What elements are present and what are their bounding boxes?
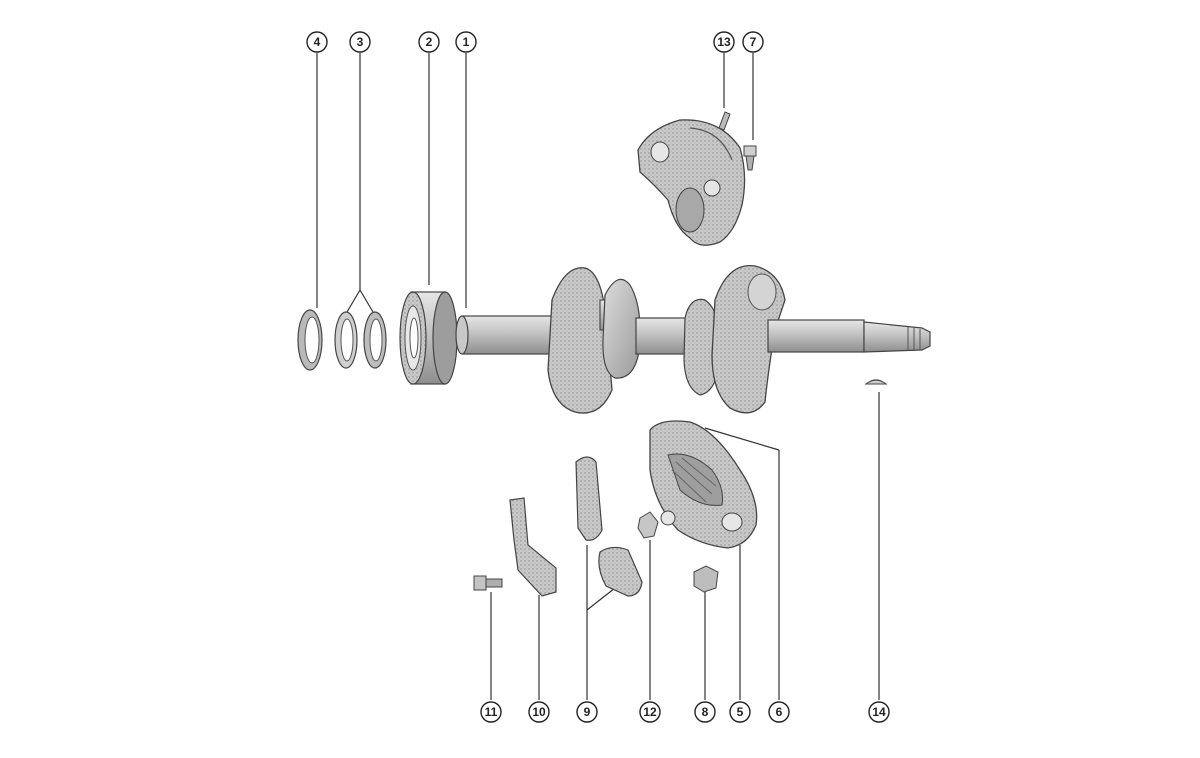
part-4-spacer-ring xyxy=(297,309,323,371)
callout-3: 3 xyxy=(349,31,371,53)
svg-text:1: 1 xyxy=(463,35,470,49)
callout-labels: 4 3 2 1 13 7 11 10 xyxy=(306,31,890,723)
svg-text:3: 3 xyxy=(357,35,364,49)
callout-13: 13 xyxy=(713,31,735,53)
svg-text:14: 14 xyxy=(872,705,886,719)
part-1-crankshaft xyxy=(455,265,931,414)
callout-1: 1 xyxy=(455,31,477,53)
part-2-ball-bearing xyxy=(399,291,458,385)
part-7-screw xyxy=(743,145,757,171)
callout-6: 6 xyxy=(768,701,790,723)
svg-text:7: 7 xyxy=(750,35,757,49)
svg-text:12: 12 xyxy=(643,705,657,719)
part-12-nut xyxy=(637,511,659,539)
svg-text:4: 4 xyxy=(314,35,321,49)
callout-5: 5 xyxy=(729,701,751,723)
part-11-bolt xyxy=(473,575,503,591)
callout-14: 14 xyxy=(868,701,890,723)
part-9-locking-plates xyxy=(575,456,643,597)
svg-text:5: 5 xyxy=(737,705,744,719)
svg-text:11: 11 xyxy=(485,705,498,719)
svg-text:2: 2 xyxy=(426,35,433,49)
part-13-pin xyxy=(718,111,731,131)
svg-text:9: 9 xyxy=(584,705,591,719)
leader-lines xyxy=(316,53,880,700)
callout-9: 9 xyxy=(576,701,598,723)
svg-text:6: 6 xyxy=(776,705,783,719)
callout-11: 11 xyxy=(480,701,502,723)
callout-8: 8 xyxy=(694,701,716,723)
part-3-seal-rings xyxy=(334,311,387,369)
part-5-6-lower-rod-cap xyxy=(649,420,758,549)
part-10-lock-tab xyxy=(509,497,557,597)
callout-12: 12 xyxy=(639,701,661,723)
callout-4: 4 xyxy=(306,31,328,53)
svg-text:13: 13 xyxy=(717,35,731,49)
part-8-nut xyxy=(693,565,719,593)
upper-rod-cap xyxy=(637,119,746,246)
callout-7: 7 xyxy=(742,31,764,53)
part-14-woodruff-key xyxy=(864,379,888,385)
callout-10: 10 xyxy=(528,701,550,723)
svg-text:8: 8 xyxy=(702,705,709,719)
svg-text:10: 10 xyxy=(532,705,546,719)
callout-2: 2 xyxy=(418,31,440,53)
